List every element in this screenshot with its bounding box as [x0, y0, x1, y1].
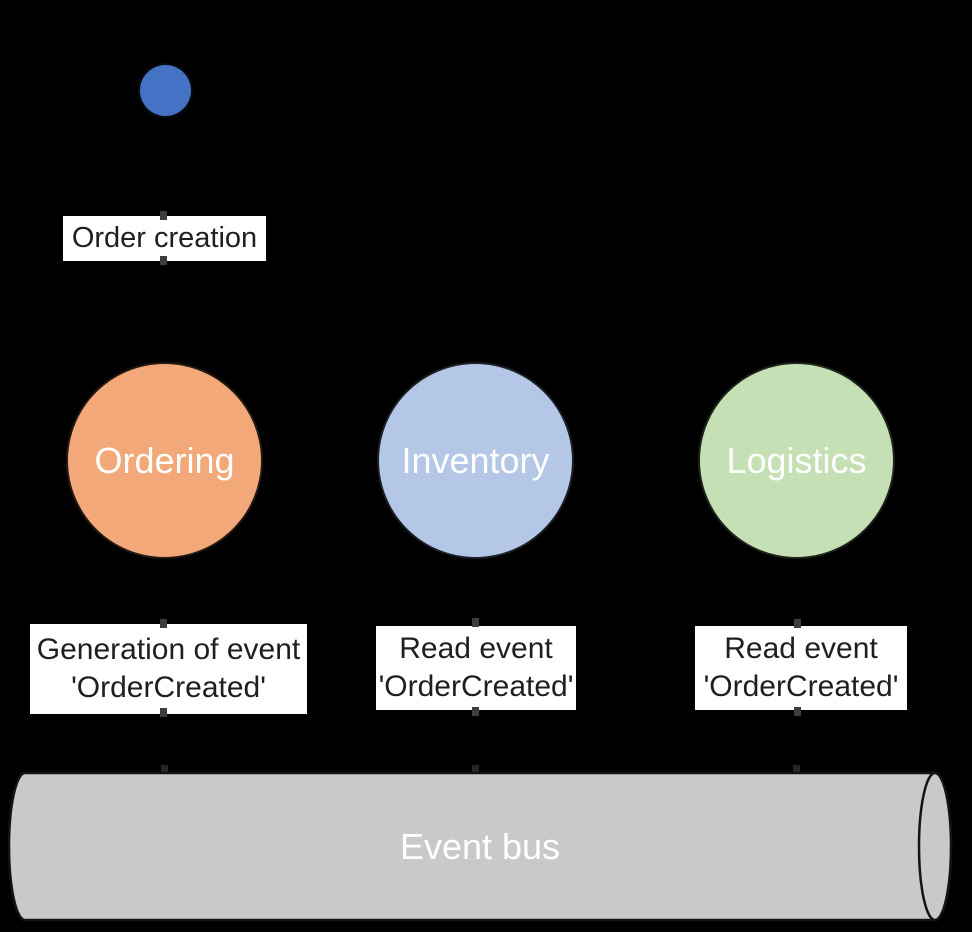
caption-ordering-line1: Generation of event: [36, 633, 301, 666]
caption-logistics-line1: Read event: [724, 632, 878, 665]
caption-ordering-line2: 'OrderCreated': [71, 671, 266, 704]
service-name-inventory: Inventory: [401, 439, 550, 481]
connector-tick: [160, 211, 167, 220]
connector-tick: [793, 765, 800, 774]
connector-tick: [472, 618, 479, 627]
caption-ordering: Generation of event 'OrderCreated': [30, 624, 307, 714]
caption-inventory: Read event 'OrderCreated': [376, 626, 576, 710]
order-creation-label: Order creation: [63, 216, 266, 261]
connector-tick: [794, 619, 801, 628]
event-bus-label: Event bus: [399, 825, 561, 867]
connector-tick: [160, 619, 167, 628]
service-circle-inventory: Inventory: [377, 362, 574, 559]
start-event-circle: [138, 63, 193, 118]
caption-logistics-line2: 'OrderCreated': [703, 670, 899, 703]
caption-logistics: Read event 'OrderCreated': [695, 626, 907, 710]
connector-tick: [472, 765, 479, 774]
connector-tick: [160, 256, 167, 265]
caption-inventory-line2: 'OrderCreated': [378, 670, 574, 703]
order-creation-text: Order creation: [71, 222, 258, 254]
service-circle-logistics: Logistics: [698, 362, 895, 559]
caption-inventory-line1: Read event: [399, 632, 553, 665]
event-bus-label-container: Event bus: [25, 773, 935, 920]
connector-tick: [161, 765, 168, 774]
connector-tick: [794, 707, 801, 716]
connector-tick: [160, 708, 167, 717]
cylinder-end-cap: [917, 771, 953, 922]
service-name-logistics: Logistics: [726, 439, 867, 481]
service-name-ordering: Ordering: [94, 439, 235, 481]
service-circle-ordering: Ordering: [66, 362, 263, 559]
connector-tick: [472, 707, 479, 716]
